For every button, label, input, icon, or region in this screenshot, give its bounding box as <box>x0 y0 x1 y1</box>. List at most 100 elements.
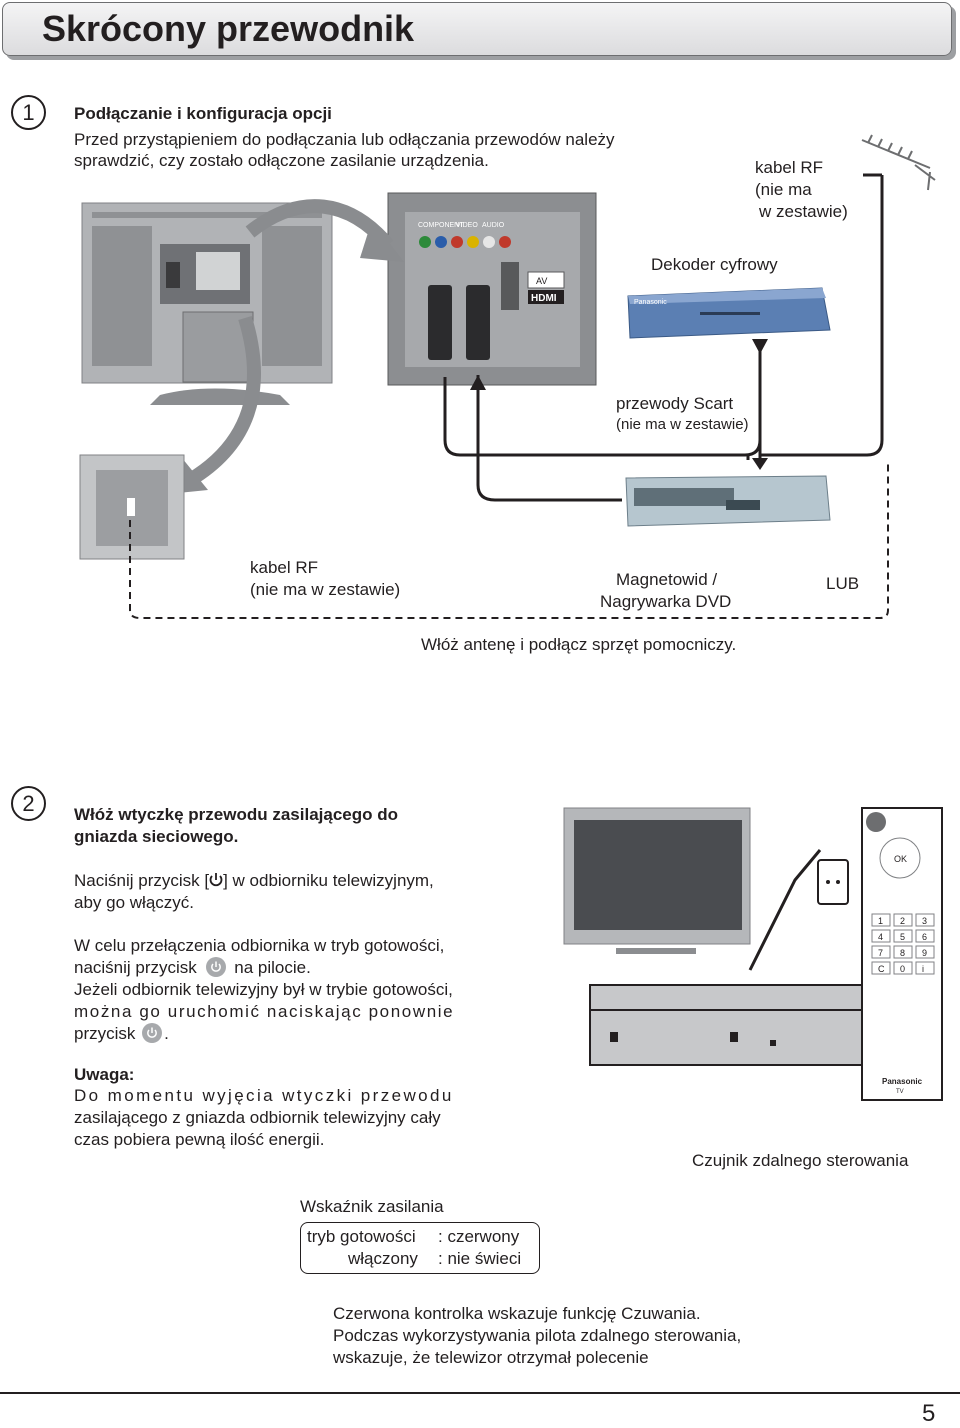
scart-label: przewody Scart <box>616 394 734 413</box>
power-switch-icon <box>209 872 223 888</box>
scart-sublabel: (nie ma w zestawie) <box>616 416 749 433</box>
standby-text-a: naciśnij przycisk <box>74 958 197 977</box>
ok-key-label: OK <box>894 854 907 864</box>
remote-key-label: 5 <box>900 932 905 942</box>
remote-key-label: 1 <box>878 916 883 926</box>
connection-lines <box>443 173 884 502</box>
footer-line-3: wskazuje, że telewizor otrzymał poleceni… <box>333 1348 649 1367</box>
rf-cable-top-label-2: (nie ma <box>755 180 812 199</box>
step2-heading-2: gniazda sieciowego. <box>74 827 239 846</box>
sensor-label: Czujnik zdalnego sterowania <box>692 1151 909 1170</box>
remote-key <box>893 961 913 975</box>
remote-key-label: 4 <box>878 932 883 942</box>
tv-back-photo <box>81 202 333 405</box>
note-line-1: Do momentu wyjęcia wtyczki przewodu <box>74 1086 454 1105</box>
connection-diagram: COMPONENT VIDEO AUDIO AV HDMI <box>79 134 936 619</box>
vcr-label: Magnetowid / <box>616 570 718 589</box>
resume-line-2: można go uruchomić naciskając ponownie <box>74 1002 455 1021</box>
step1-heading: Podłączanie i konfiguracja opcji <box>74 104 332 123</box>
step-number-1: 1 <box>11 95 46 130</box>
resume-line-1: Jeżeli odbiornik telewizyjny był w trybi… <box>74 980 453 999</box>
resume-text-a: przycisk <box>74 1024 136 1043</box>
antenna-icon <box>861 134 936 191</box>
rf-cable-bottom-label: kabel RF <box>250 558 319 577</box>
wall-socket <box>817 859 849 905</box>
remote-key-label: i <box>922 964 924 974</box>
resume-text-b: . <box>164 1024 169 1043</box>
standby-line-1: W celu przełączenia odbiornika w tryb go… <box>74 936 445 955</box>
page-number: 5 <box>922 1400 936 1427</box>
remote-key <box>871 913 891 927</box>
indicator-box <box>300 1222 540 1274</box>
standby-text-b: na pilocie. <box>234 958 311 977</box>
indicator-mode-2: włączony <box>348 1249 418 1268</box>
footer-rule <box>0 1392 960 1394</box>
remote-power-icon-2 <box>142 1023 163 1043</box>
remote-tv-label: TV <box>896 1089 904 1095</box>
av-label: AV <box>536 276 547 286</box>
remote-key <box>871 929 891 943</box>
hdmi-label: HDMI <box>531 293 557 304</box>
rf-cable-top-label: kabel RF <box>755 158 824 177</box>
remote-sensor <box>770 1040 776 1046</box>
note-title: Uwaga: <box>74 1065 135 1084</box>
remote-key-label: 6 <box>922 932 927 942</box>
remote-key <box>893 929 913 943</box>
step1-text-line1: Przed przystąpieniem do podłączania lub … <box>74 130 615 149</box>
vcr-device <box>625 475 831 527</box>
rf-cable-top-label-3: w zestawie) <box>759 202 848 221</box>
decoder-label: Dekoder cyfrowy <box>651 255 778 274</box>
remote-key <box>893 945 913 959</box>
component-label: COMPONENT <box>418 222 464 229</box>
remote-key-label: 9 <box>922 948 927 958</box>
indicator-mode-1: tryb gotowości <box>307 1227 416 1246</box>
jack-panel-photo: COMPONENT VIDEO AUDIO AV HDMI <box>387 192 597 386</box>
indicator-state-2: : nie świeci <box>438 1249 522 1268</box>
indicator-title: Wskaźnik zasilania <box>300 1197 444 1216</box>
press-line-2: aby go włączyć. <box>74 893 194 912</box>
standby-line-2: naciśnij przycisk na pilocie. <box>74 957 311 979</box>
tv-front-photo <box>563 807 751 954</box>
or-label: LUB <box>826 574 860 593</box>
resume-line-3: przycisk . <box>74 1023 169 1045</box>
step2-heading-1: Włóż wtyczkę przewodu zasilającego do <box>74 805 399 824</box>
step1-caption: Włóż antenę i podłącz sprzęt pomocniczy. <box>421 635 737 654</box>
indicator-state-1: : czerwony <box>438 1227 520 1246</box>
remote-key-label: 0 <box>900 964 905 974</box>
remote-key <box>915 945 935 959</box>
antenna-photo <box>79 454 185 560</box>
zoom-arrow-bottom <box>186 315 261 487</box>
page-title: Skrócony przewodnik <box>42 8 415 49</box>
remote-key <box>871 945 891 959</box>
power-cord <box>748 849 822 971</box>
scart-socket-2 <box>466 285 490 360</box>
press-text-b: ] w odbiorniku telewizyjnym, <box>223 871 434 890</box>
footer-line-1: Czerwona kontrolka wskazuje funkcję Czuw… <box>333 1304 701 1323</box>
title-banner <box>2 2 952 56</box>
remote-key-label: 8 <box>900 948 905 958</box>
remote-key <box>871 961 891 975</box>
step-number-2: 2 <box>11 786 46 821</box>
step1-text-line2: sprawdzić, czy zostało odłączone zasilan… <box>74 151 489 170</box>
scart-socket-1 <box>428 285 452 360</box>
note-line-2: zasilającego z gniazda odbiornik telewiz… <box>74 1108 441 1127</box>
remote-key <box>893 913 913 927</box>
remote-power-button <box>866 812 886 832</box>
vcr-label-2: Nagrywarka DVD <box>600 592 732 611</box>
video-label: VIDEO <box>456 222 478 229</box>
remote-brand: Panasonic <box>882 1077 923 1086</box>
rf-dashed-line <box>129 460 889 619</box>
remote-power-icon <box>205 957 226 977</box>
remote-key-label: 7 <box>878 948 883 958</box>
footer-line-2: Podczas wykorzystywania pilota zdalnego … <box>333 1326 742 1345</box>
decoder-device: Panasonic <box>627 287 831 339</box>
audio-label: AUDIO <box>482 222 505 229</box>
note-line-3: czas pobiera pewną ilość energii. <box>74 1130 325 1149</box>
remote-key <box>915 961 935 975</box>
remote-key-label: 3 <box>922 916 927 926</box>
rca-jacks <box>419 236 511 248</box>
press-text-a: Naciśnij przycisk [ <box>74 871 210 890</box>
remote-key-label: C <box>878 964 885 974</box>
